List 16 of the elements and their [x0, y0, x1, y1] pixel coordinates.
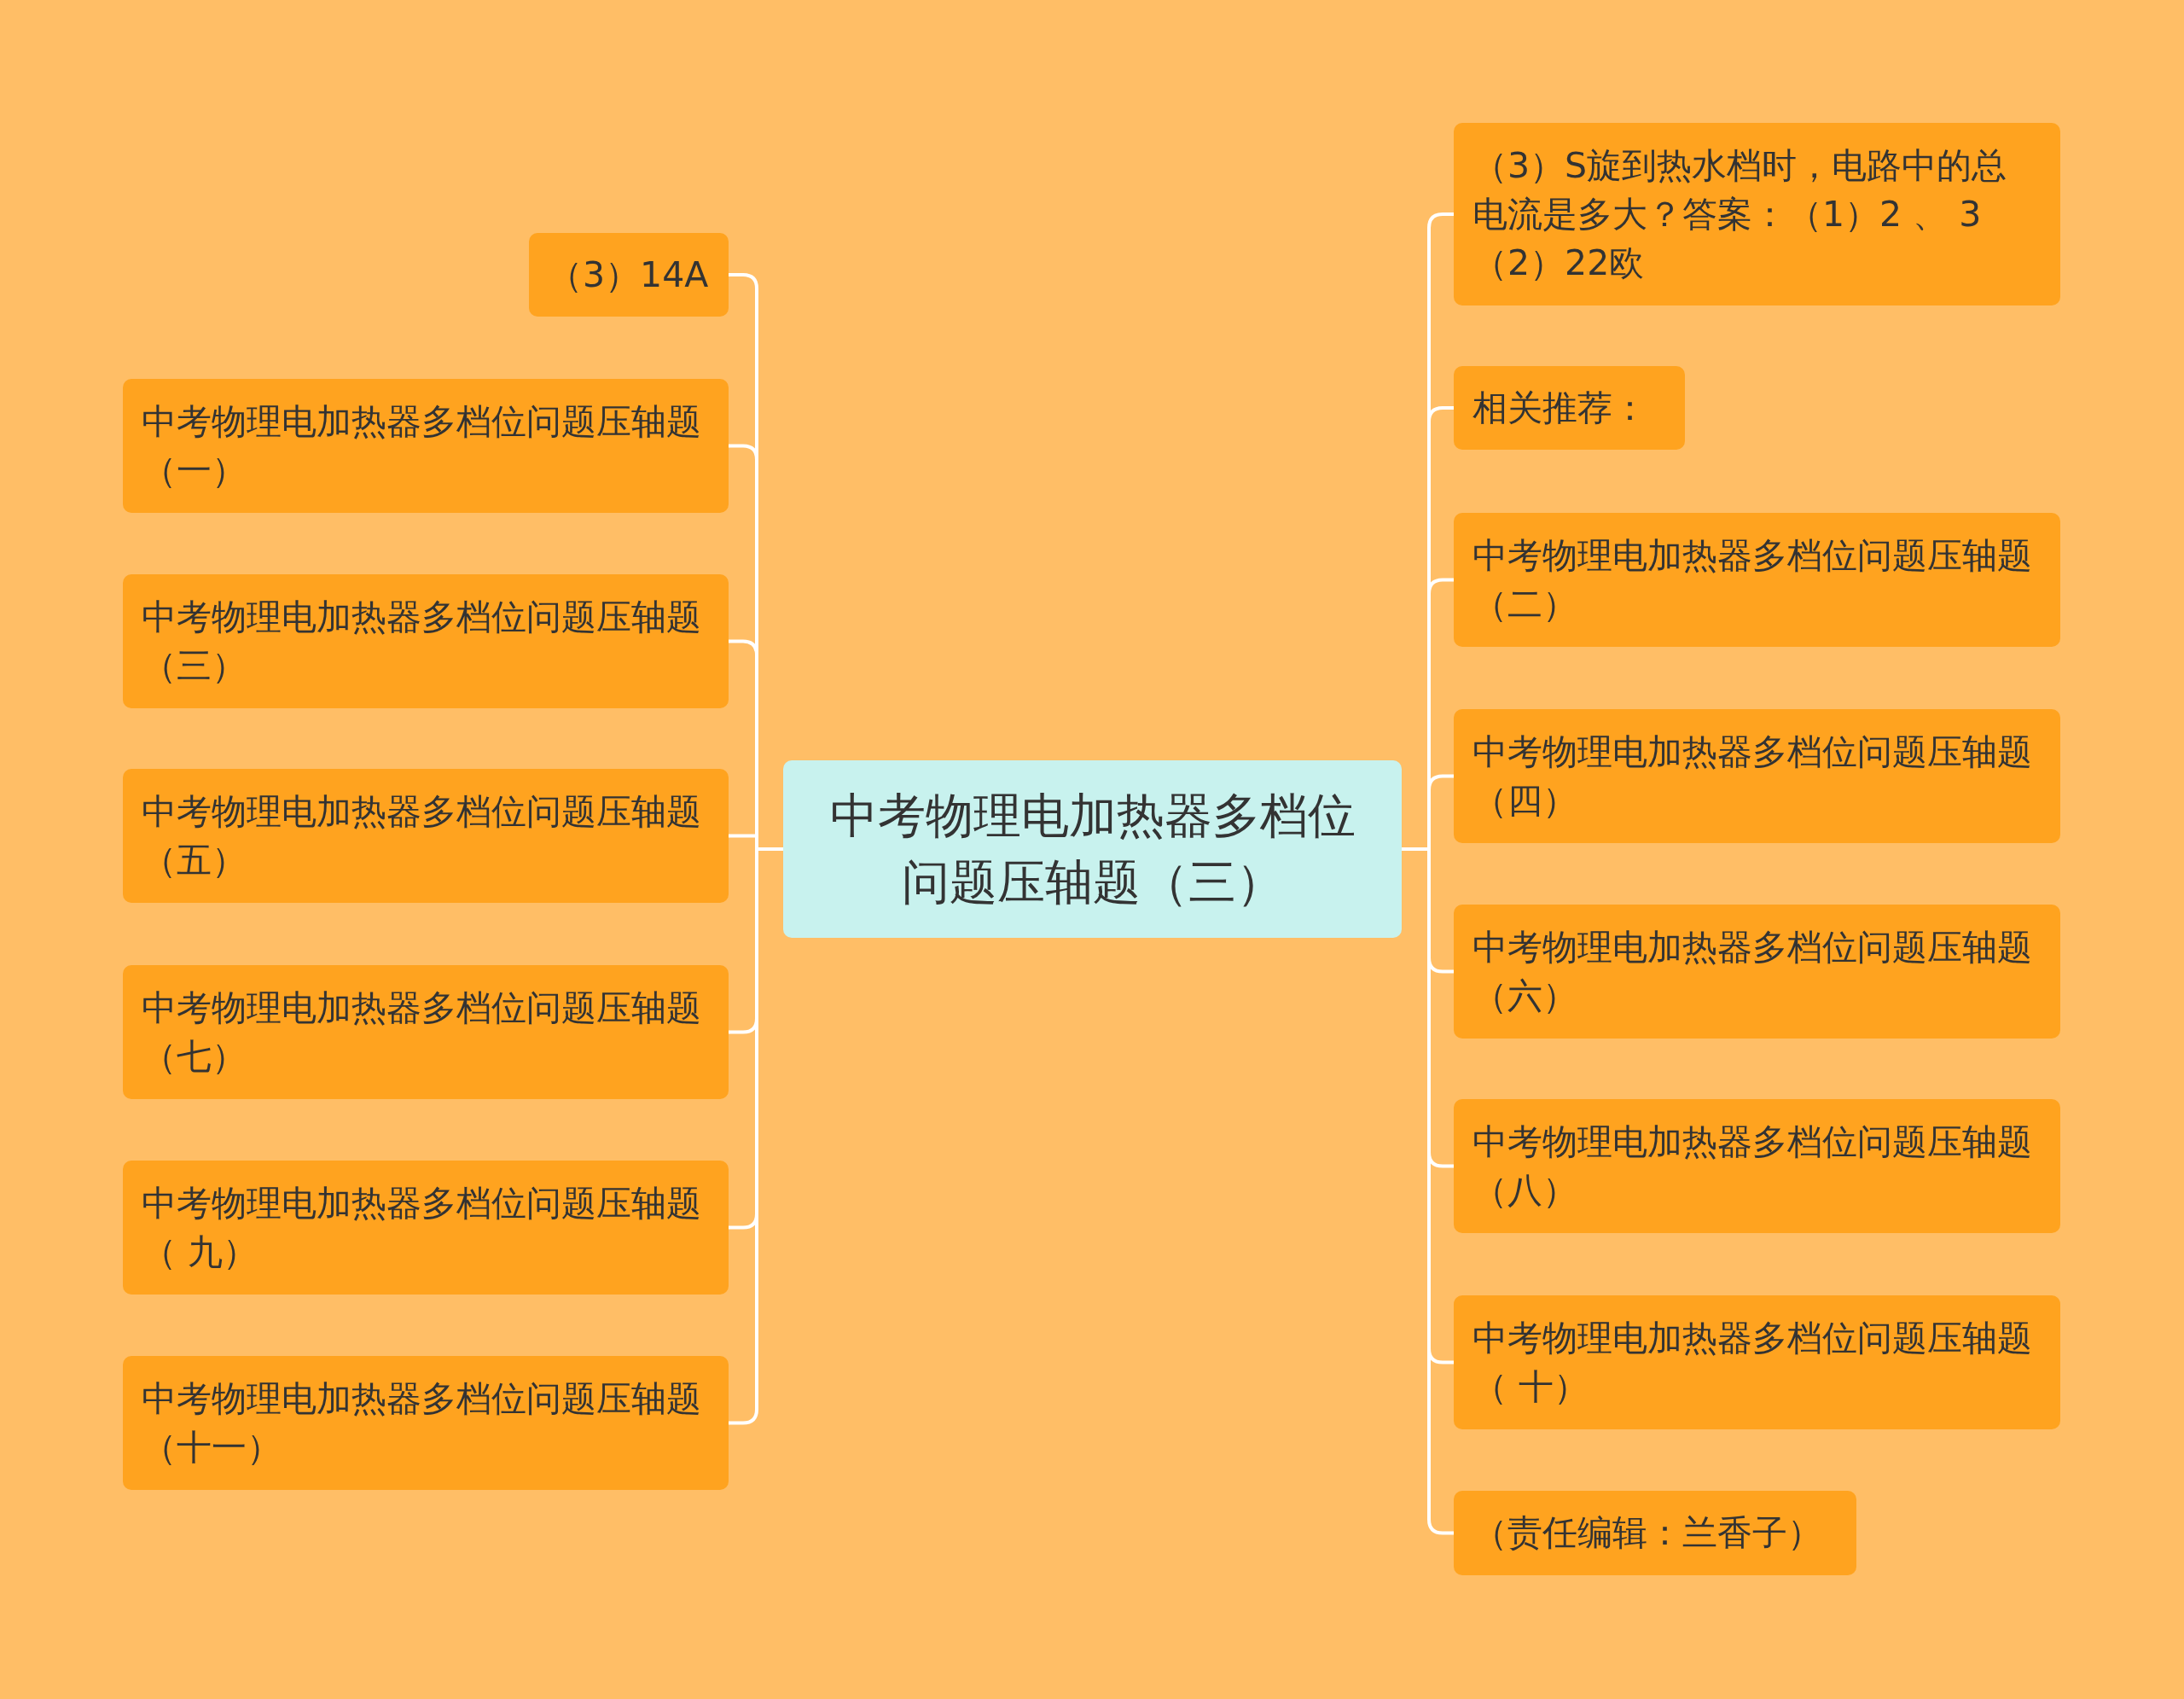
topic-box: （3）14A [529, 233, 729, 317]
topic-box: 中考物理电加热器多档位问题压轴题（ 十） [1454, 1295, 2060, 1429]
topic-box: （3）S旋到热水档时，电路中的总电流是多大？答案：（1）2 、 3（2）22欧 [1454, 123, 2060, 305]
topic-box: 中考物理电加热器多档位问题压轴题（四） [1454, 709, 2060, 843]
topic-box: 中考物理电加热器多档位问题压轴题（七） [123, 965, 729, 1099]
topic-box: 中考物理电加热器多档位问题压轴题（ 九） [123, 1161, 729, 1295]
topic-box: （责任编辑：兰香子） [1454, 1491, 1856, 1575]
topic-box: 中考物理电加热器多档位问题压轴题（二） [1454, 513, 2060, 647]
topic-box: 中考物理电加热器多档位问题压轴题（五） [123, 769, 729, 903]
topic-box: 中考物理电加热器多档位问题压轴题（六） [1454, 905, 2060, 1039]
central-topic-box: 中考物理电加热器多档位问题压轴题（三） [783, 760, 1402, 938]
topic-box: 中考物理电加热器多档位问题压轴题（十一） [123, 1356, 729, 1490]
topic-box: 中考物理电加热器多档位问题压轴题（八） [1454, 1099, 2060, 1233]
topic-box: 相关推荐： [1454, 366, 1685, 450]
topic-box: 中考物理电加热器多档位问题压轴题（一） [123, 379, 729, 513]
topic-box: 中考物理电加热器多档位问题压轴题（三） [123, 574, 729, 708]
